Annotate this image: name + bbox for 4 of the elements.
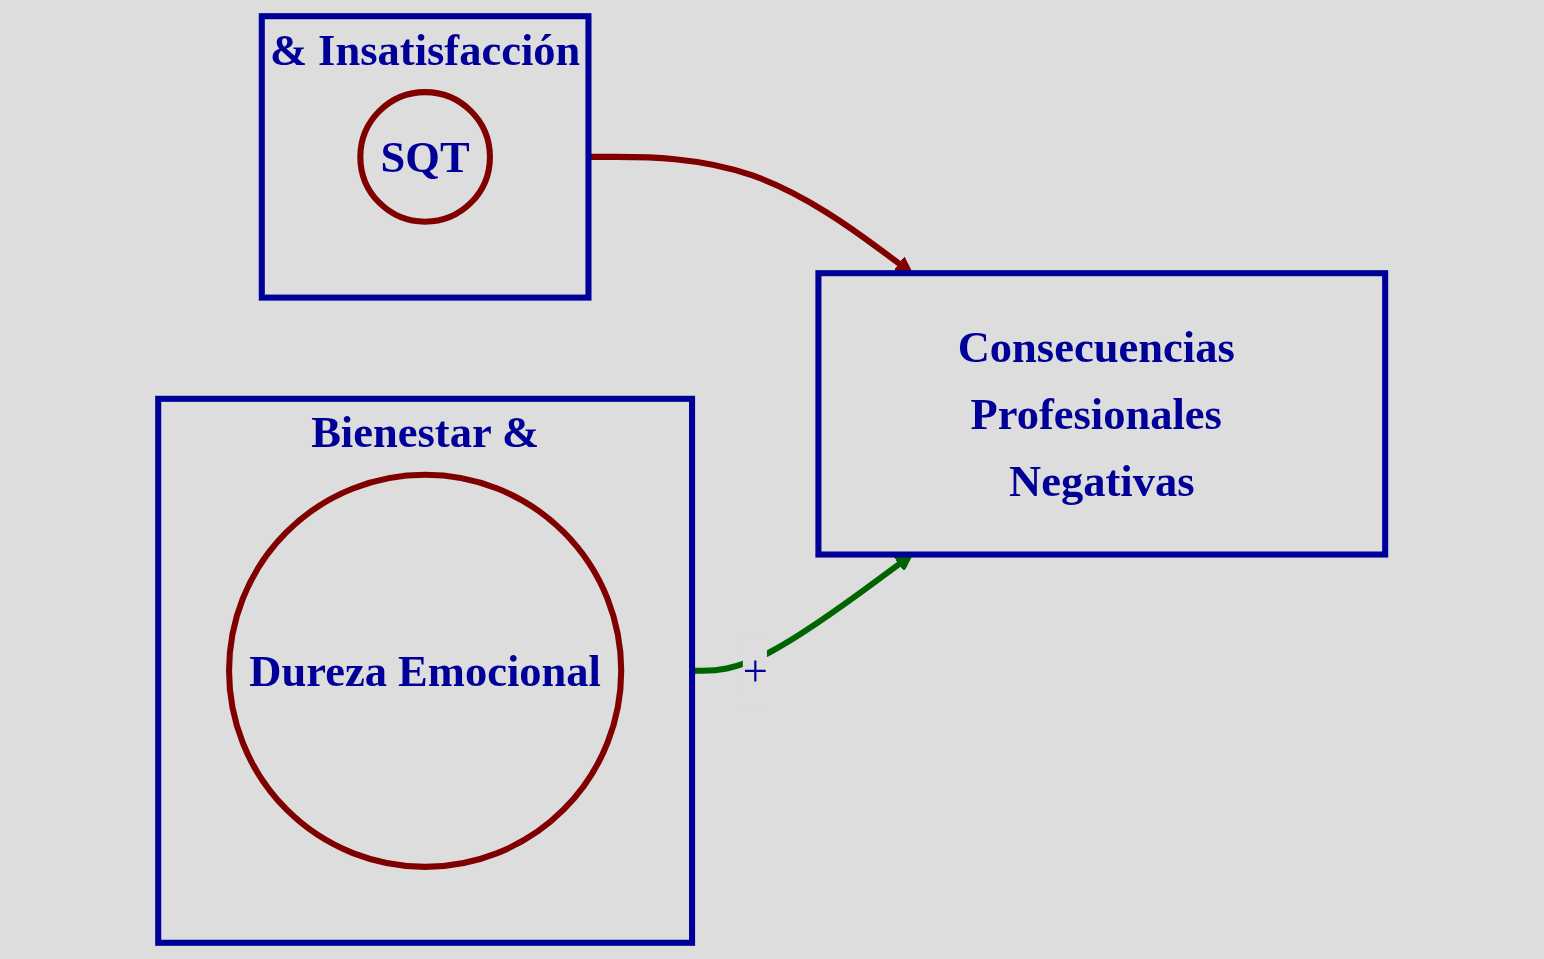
edge-label: + [742, 645, 769, 697]
node-circle: SQT [357, 89, 494, 225]
node-circle: Dureza Emocional [226, 471, 625, 870]
node-box: Consecuencias Profesionales Negativas [815, 270, 1389, 558]
